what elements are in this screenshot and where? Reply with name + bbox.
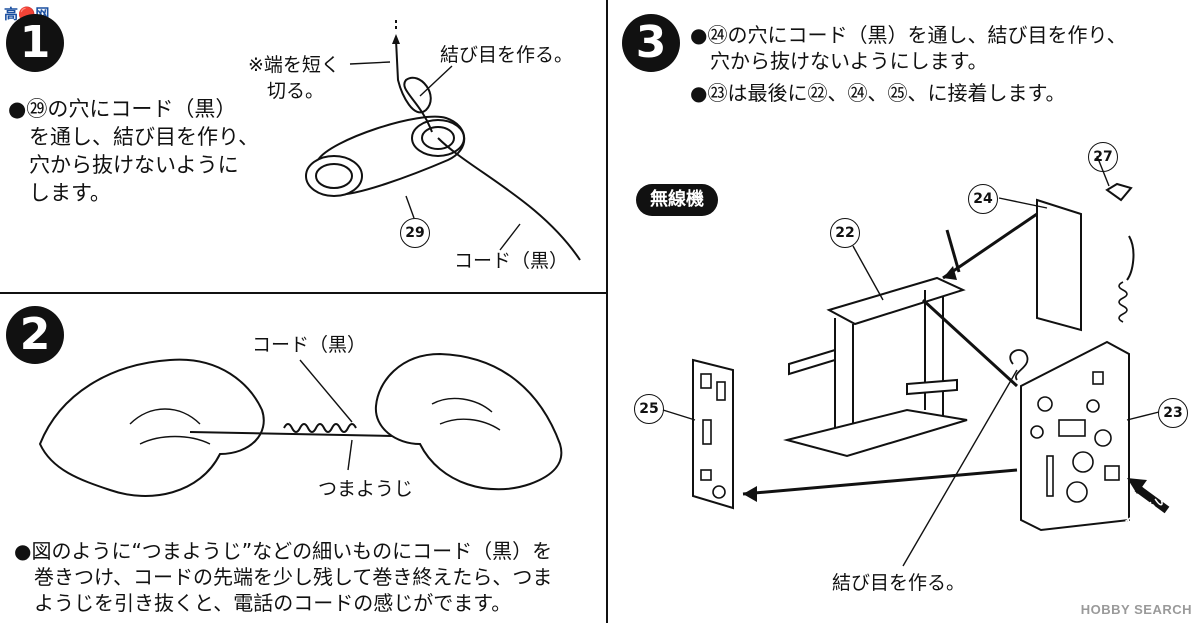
step-2-hands-illustration (0, 294, 607, 534)
step-1-handset-illustration (0, 0, 607, 292)
step-2-instruction-line-3: ようじを引き抜くと、電話のコードの感じがでます。 (14, 588, 511, 618)
step-3-radio-assembly-illustration (607, 0, 1200, 623)
hobby-search-watermark: HOBBY SEARCH (1081, 602, 1192, 617)
